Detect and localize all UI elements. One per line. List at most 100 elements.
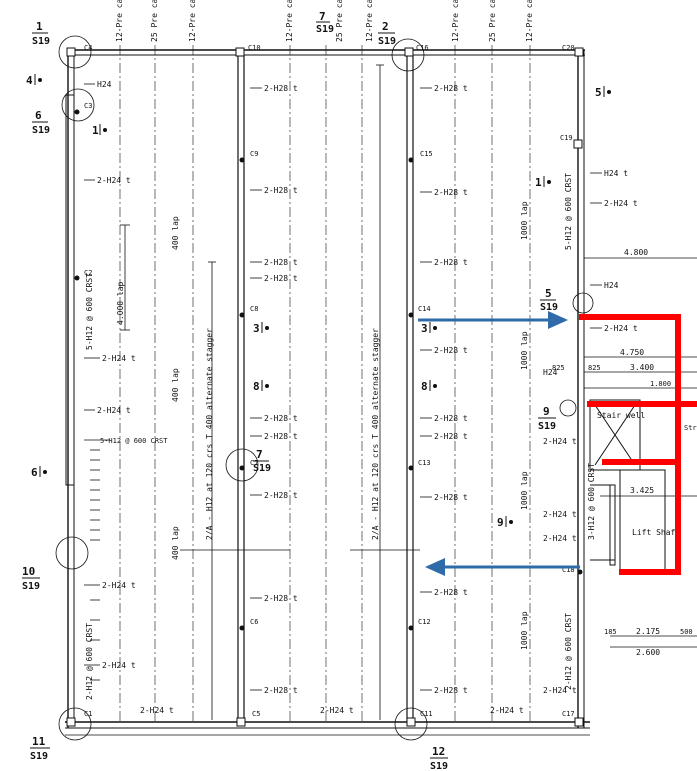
bar-label: 2-H24 t	[140, 706, 174, 715]
ref-sheet: S19	[538, 421, 556, 432]
bar-labels: H24 2-H24 t 2-H24 t 2-H24 t 2-H24 t 2-H2…	[97, 80, 638, 715]
section-mark: 6	[31, 466, 38, 479]
bar-label: 2-H28 t	[264, 686, 298, 695]
bar-label: 2-H24 t	[490, 706, 524, 715]
section-mark: 3	[253, 322, 260, 335]
dim-label: 185	[604, 628, 617, 636]
rebar-note: 3-H12 @ 600 CRST	[587, 463, 596, 540]
section-mark: 5	[595, 86, 602, 99]
arrow-head-left	[425, 558, 445, 576]
section-mark: 1	[535, 176, 542, 189]
rebar-ticks	[90, 449, 100, 681]
rebar-note: 400 lap	[171, 216, 180, 250]
section-mark: 8	[421, 380, 428, 393]
column-label: C6	[250, 618, 258, 626]
column-label: C10	[248, 44, 261, 52]
section-mark: 3	[421, 322, 428, 335]
bar-label: 2-H28 t	[434, 188, 468, 197]
ref-sheet: S19	[378, 36, 396, 47]
ref-sheet: S19	[32, 125, 50, 136]
column-label: C3	[84, 102, 92, 110]
column-label: C20	[562, 44, 575, 52]
rebar-note: 5-H12 @ 600 CRST	[564, 173, 573, 250]
ref-sheet: S19	[30, 751, 48, 762]
bar-label: 2-H24 t	[97, 176, 131, 185]
rebar-note: 400 lap	[171, 368, 180, 402]
bar-label: 2-H28 t	[264, 186, 298, 195]
bar-label: 2-H28 t	[264, 594, 298, 603]
column-label: C18	[562, 566, 575, 574]
ref-number: 6	[35, 109, 42, 122]
bar-label: 2-H28 t	[264, 274, 298, 283]
rebar-note: 1000 lap	[520, 611, 529, 650]
ref-number: 2	[382, 20, 389, 33]
dim-label: 4.800	[624, 248, 648, 257]
dim-label: 3.400	[630, 363, 654, 372]
top-label: 12-Pre cam	[188, 0, 197, 42]
dimension-labels: 4.800 4.750 3.400 825 825 1.800 3.425 18…	[552, 248, 693, 657]
section-marks: 4 1 3 8 6 3 8 1 5 9	[26, 74, 611, 529]
bar-label: H24	[543, 368, 558, 377]
column-label: C5	[252, 710, 260, 718]
bar-label: 2-H28 t	[434, 588, 468, 597]
rebar-note: 1000 lap	[520, 201, 529, 240]
column-label: C2	[84, 269, 92, 277]
room-labels: Stair well Lift Shaft Str Lo	[597, 411, 697, 537]
blue-arrows	[418, 311, 580, 576]
ref-number: 5	[545, 287, 552, 300]
top-label: 12-Pre cam	[115, 0, 124, 42]
bar-label: 2-H28 t	[434, 493, 468, 502]
bar-label: H24 t	[604, 169, 628, 178]
bar-label: 2-H28 t	[434, 258, 468, 267]
column-squares	[66, 47, 584, 727]
bar-label: 2-H28 t	[264, 432, 298, 441]
dim-label: 3.425	[630, 486, 654, 495]
bar-label: 2-H28 t	[264, 84, 298, 93]
rebar-note: 5-H12 @ 600 CRST	[85, 273, 94, 350]
ref-sheet: S19	[32, 36, 50, 47]
red-highlight	[579, 314, 697, 575]
bar-label: 2-H28 t	[434, 84, 468, 93]
rebar-notes: 5-H12 @ 600 CRST 4.000 lap 2-H12 @ 600 C…	[85, 173, 596, 700]
rebar-note: 400 lap	[171, 526, 180, 560]
rebar-note: 2-H12 @ 600 CRST	[85, 623, 94, 700]
bar-label: H24	[604, 281, 619, 290]
top-label: 25 Pre cam	[150, 0, 159, 42]
rebar-note: 5-H12 @ 600 CRST	[100, 437, 168, 445]
lift-shaft-label: Lift Shaft	[632, 528, 680, 537]
ref-number: 7	[319, 10, 326, 23]
ref-sheet: S19	[540, 302, 558, 313]
ref-number: 12	[432, 745, 445, 758]
rebar-note: 2/A - H12 at 120 crs T 400 alternate sta…	[371, 328, 380, 540]
bar-label: 2-H28 t	[264, 491, 298, 500]
bar-label: 2-H24 t	[97, 406, 131, 415]
column-label: C1	[84, 710, 92, 718]
top-label: 12-Pre cam	[525, 0, 534, 42]
column-dots	[74, 109, 583, 631]
rebar-note: 2/A - H12 at 120 crs T 400 alternate sta…	[205, 328, 214, 540]
bar-label: 2-H28 t	[264, 258, 298, 267]
top-label: 12-Pre cam	[365, 0, 374, 42]
rebar-note: 2-H12 @ 600 CRST	[564, 613, 573, 690]
section-ref-labels: 1 S19 7 S19 2 S19 6 S19 5 S19 9 S19 10 S…	[22, 10, 558, 771]
arrow-head-right	[548, 311, 568, 329]
section-refs	[22, 21, 556, 759]
bar-label: 2-H24 t	[102, 354, 136, 363]
wall-outlines	[65, 49, 590, 736]
top-label: 12-Pre cam	[285, 0, 294, 42]
bar-label: 2-H24 t	[102, 581, 136, 590]
dim-label: 825	[588, 364, 601, 372]
ref-number: 9	[543, 405, 550, 418]
slab-lines	[119, 45, 531, 722]
dim-label: 500	[680, 628, 693, 636]
ref-number: 1	[36, 20, 43, 33]
bar-label: 2-H24 t	[543, 686, 577, 695]
rebar-note: 1000 lap	[520, 331, 529, 370]
section-mark: 4	[26, 74, 33, 87]
dim-label: 2.175	[636, 627, 660, 636]
bar-label: 2-H24 t	[604, 199, 638, 208]
lap-markers	[120, 64, 420, 720]
column-labels: C4 C10 C16 C20 C3 C9 C15 C19 C2 C8 C14 C…	[84, 44, 575, 718]
bar-label: 2-H28 t	[434, 686, 468, 695]
